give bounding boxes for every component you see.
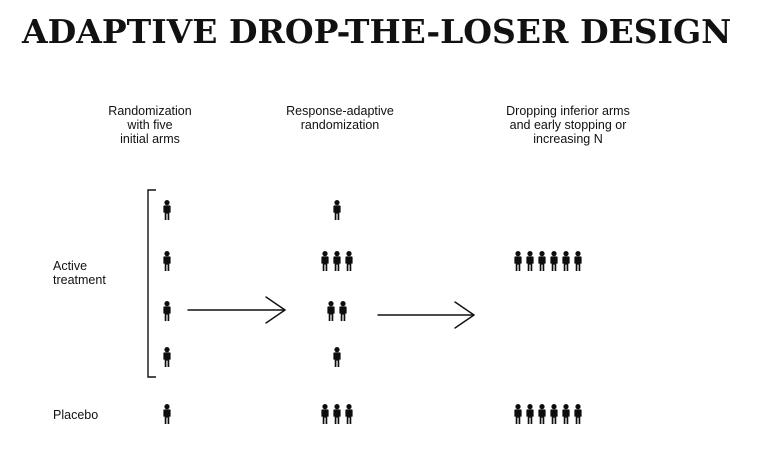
- person-icon: [333, 251, 341, 271]
- row-label-active-treatment: Active treatment: [53, 259, 106, 287]
- person-icon: [538, 251, 546, 271]
- person-icon: [550, 404, 558, 424]
- row-label-placebo: Placebo: [53, 408, 99, 422]
- person-icon: [562, 404, 570, 424]
- person-icon: [163, 301, 171, 321]
- right-arrow-icon: [377, 301, 475, 329]
- person-icon: [526, 251, 534, 271]
- person-icon: [321, 404, 329, 424]
- person-icon: [574, 404, 582, 424]
- person-icon: [163, 404, 171, 424]
- right-arrow-icon: [187, 296, 286, 324]
- person-icon: [345, 251, 353, 271]
- person-icon: [327, 301, 335, 321]
- column-header-dropping-arms: Dropping inferior arms and early stoppin…: [506, 104, 630, 146]
- person-icon: [321, 251, 329, 271]
- figure-groups: [163, 200, 582, 424]
- person-icon: [526, 404, 534, 424]
- person-icon: [562, 251, 570, 271]
- person-icon: [163, 200, 171, 220]
- person-icon: [345, 404, 353, 424]
- person-icon: [550, 251, 558, 271]
- person-icon: [163, 251, 171, 271]
- person-icon: [514, 404, 522, 424]
- person-icon: [339, 301, 347, 321]
- person-icon: [514, 251, 522, 271]
- person-icon: [538, 404, 546, 424]
- person-icon: [333, 404, 341, 424]
- person-icon: [574, 251, 582, 271]
- person-icon: [333, 200, 341, 220]
- column-header-randomization: Randomization with five initial arms: [108, 104, 192, 146]
- column-header-response-adaptive: Response-adaptive randomization: [286, 104, 394, 132]
- person-icon: [333, 347, 341, 367]
- bracket: [147, 189, 156, 378]
- page-title: ADAPTIVE DROP-THE-LOSER DESIGN: [22, 12, 732, 51]
- person-icon: [163, 347, 171, 367]
